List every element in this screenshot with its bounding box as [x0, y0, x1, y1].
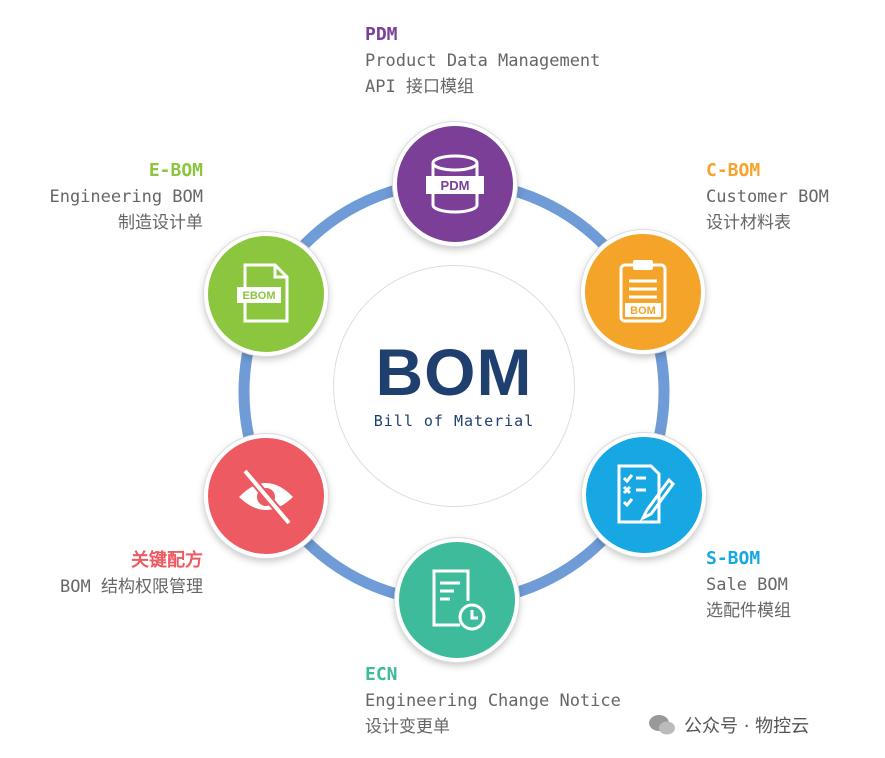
node-pdm[interactable]: PDM [393, 122, 517, 246]
center-circle: BOM Bill of Material [333, 265, 575, 507]
center-subtitle: Bill of Material [373, 412, 535, 430]
label-ebom: E-BOM Engineering BOM 制造设计单 [49, 160, 203, 233]
node-cbom[interactable]: BOM [581, 230, 705, 354]
watermark: 公众号 · 物控云 [648, 712, 809, 738]
checklist-edit-icon [617, 464, 675, 524]
node-ebom[interactable]: EBOM [204, 232, 328, 356]
label-ecn: ECN Engineering Change Notice 设计变更单 [365, 664, 621, 737]
node-ecn[interactable] [395, 538, 519, 662]
svg-text:BOM: BOM [630, 305, 656, 317]
label-key-formula: 关键配方 BOM 结构权限管理 [60, 550, 203, 597]
center-title: BOM [375, 335, 533, 409]
node-sbom[interactable] [582, 433, 706, 557]
svg-text:PDM: PDM [441, 178, 470, 193]
clipboard-icon: BOM [619, 260, 667, 323]
wechat-icon [649, 715, 675, 735]
svg-text:EBOM: EBOM [243, 290, 276, 302]
node-key-formula[interactable] [204, 434, 328, 558]
label-pdm: PDM Product Data Management API 接口模组 [365, 24, 601, 97]
document-clock-icon [432, 569, 486, 631]
label-sbom: S-BOM Sale BOM 选配件模组 [706, 548, 791, 621]
file-ebom-icon: EBOM [237, 263, 289, 323]
eye-slash-icon [239, 468, 293, 526]
database-icon: PDM [426, 154, 484, 214]
label-cbom: C-BOM Customer BOM 设计材料表 [706, 160, 829, 233]
